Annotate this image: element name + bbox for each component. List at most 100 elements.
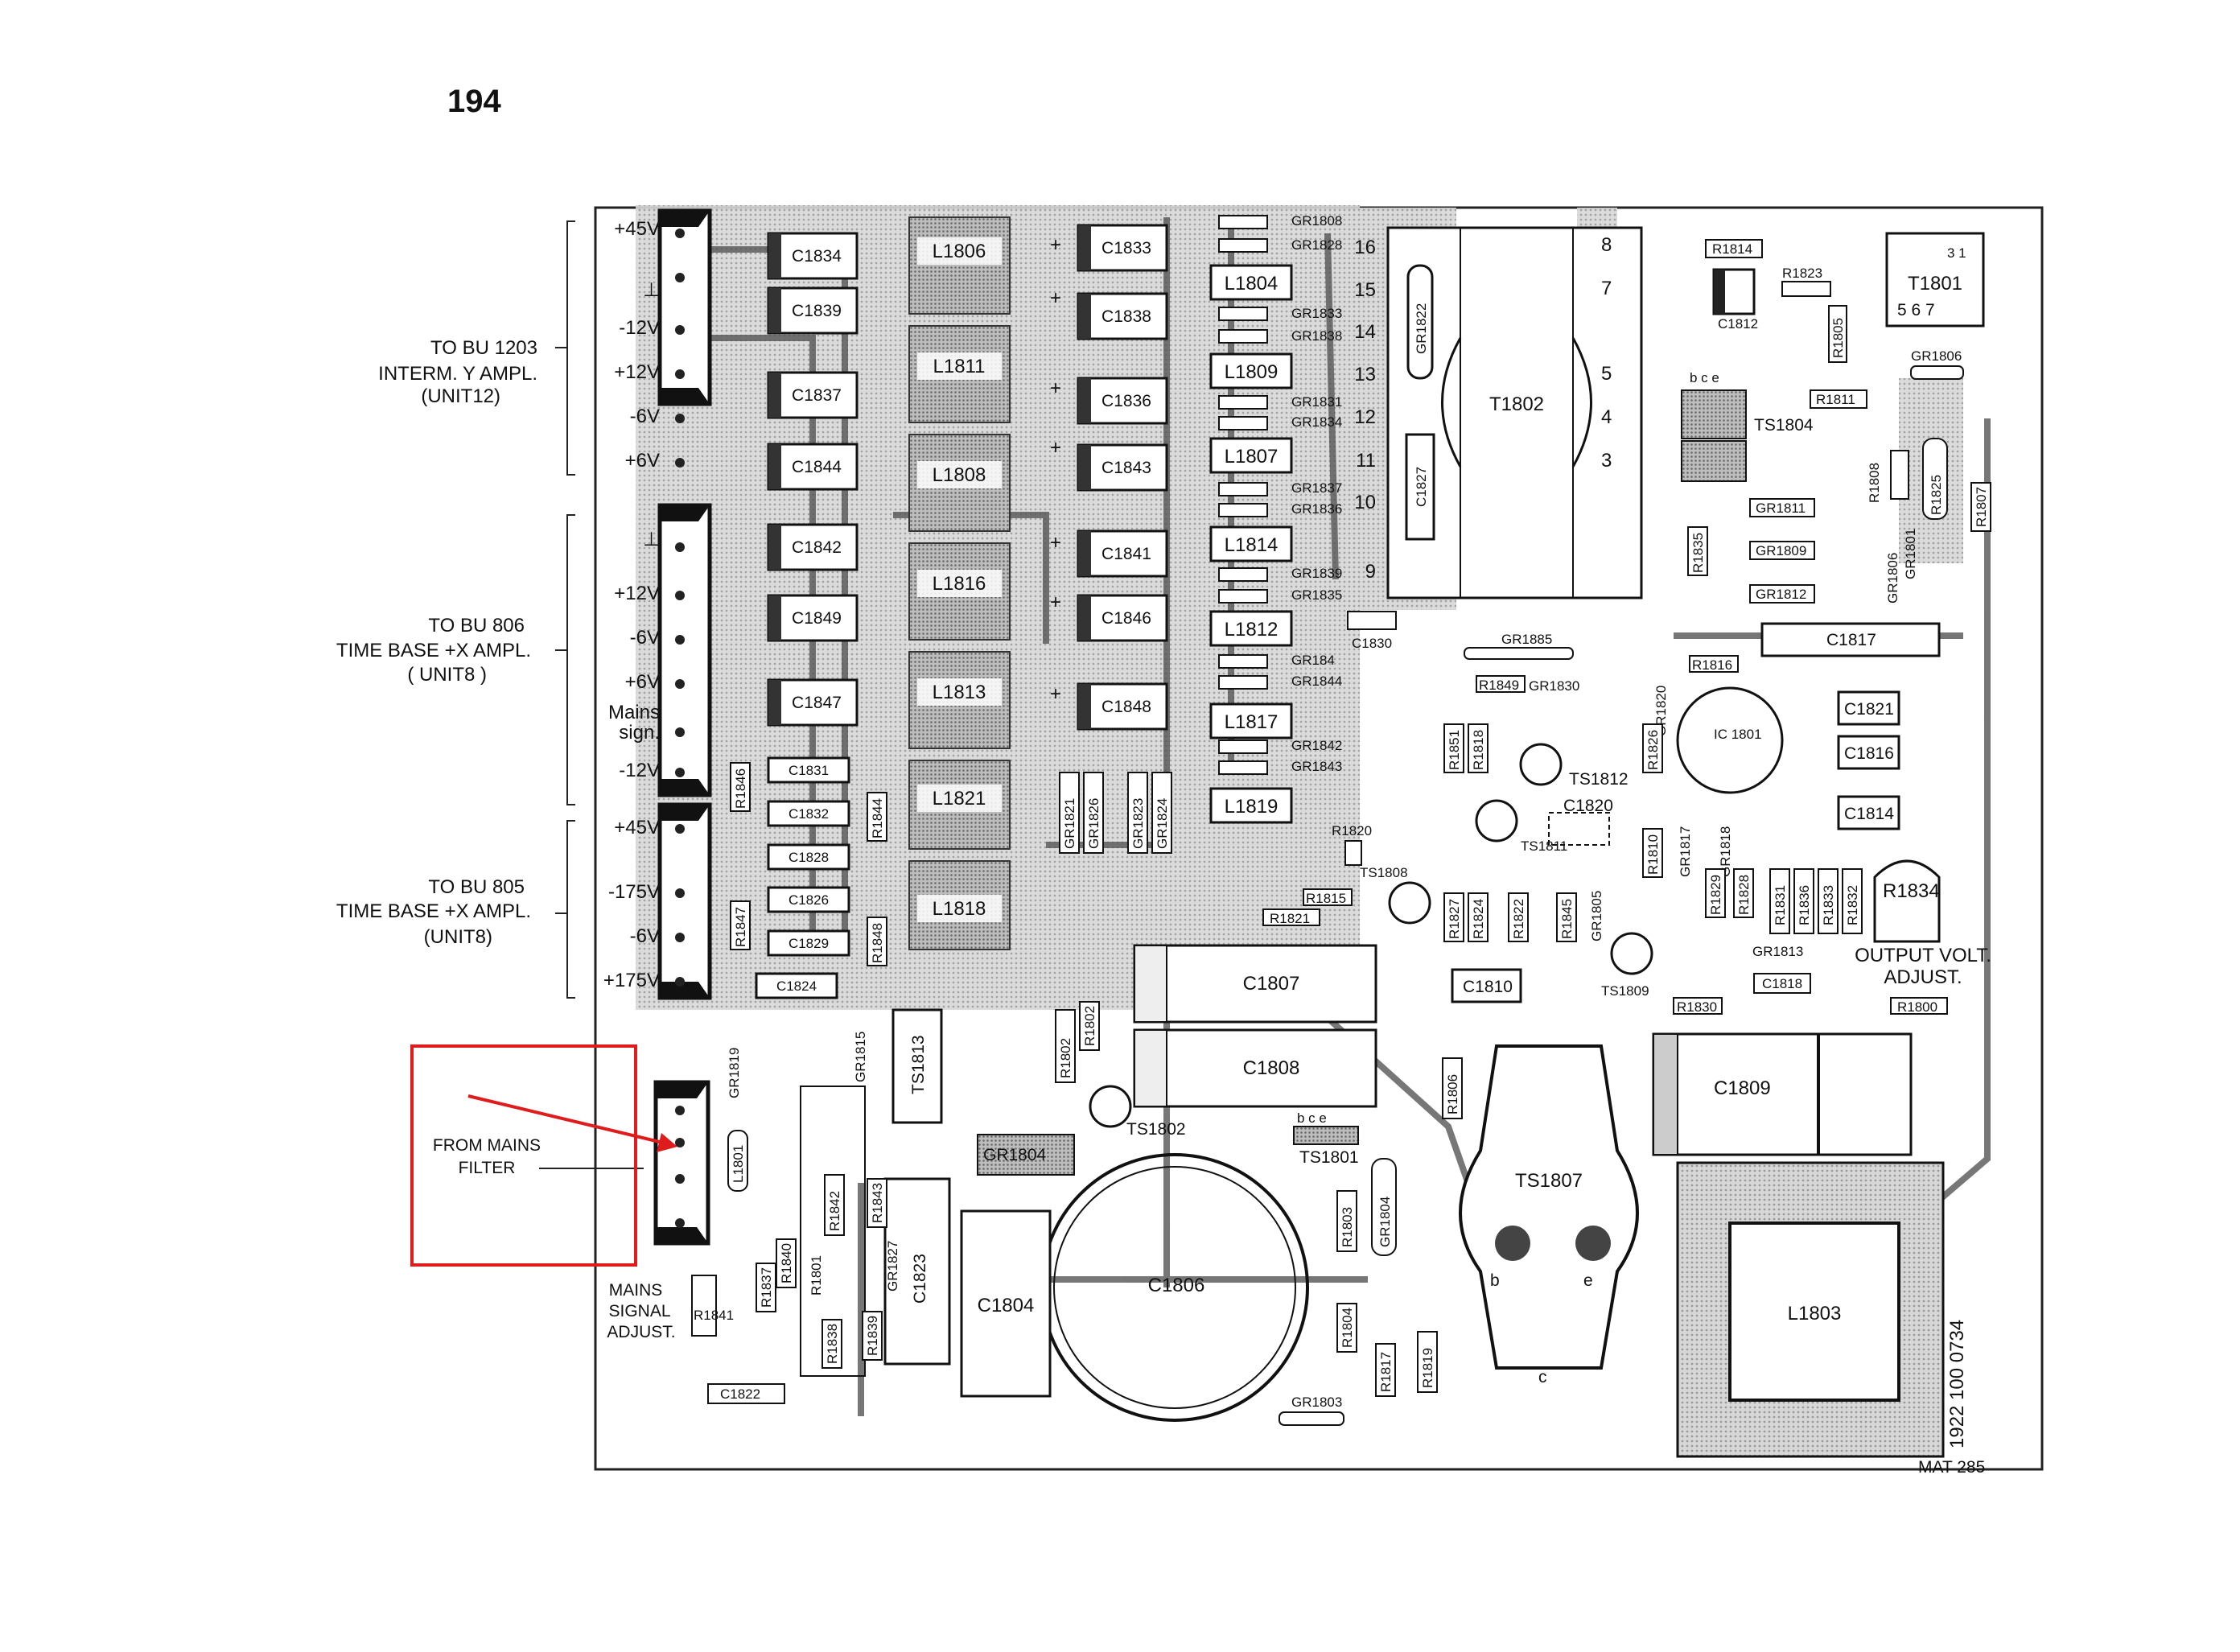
from-mains-filter-line1: FROM MAINS: [433, 1136, 541, 1155]
transistor-label: TS1811: [1521, 838, 1567, 854]
resistor-label: R1833: [1821, 885, 1836, 925]
resistor-label: R1849: [1479, 678, 1519, 693]
resistor-label: R1839: [865, 1316, 880, 1356]
drawing-code: MAT 285: [1918, 1458, 1985, 1477]
vertical-resistors-mid: GR1821 GR1826 GR1823 GR1824: [1059, 772, 1172, 854]
capacitor-label: C1849: [792, 609, 842, 628]
transistor-label: TS1801: [1299, 1148, 1359, 1167]
capacitor-label: C1820: [1563, 797, 1613, 815]
bu805-pin-label: +175V: [603, 970, 660, 991]
resistor-label: R1823: [1782, 266, 1822, 281]
capacitor-label: C1836: [1101, 392, 1151, 410]
bu806-pin-label: -6V: [630, 627, 660, 649]
resistor-label: R1824: [1471, 899, 1486, 939]
inductor-label: L1801: [731, 1145, 746, 1183]
resistor-label: GR1821: [1062, 798, 1077, 849]
diode-label: GR1885: [1501, 632, 1552, 647]
transformer-pin: 14: [1354, 321, 1376, 343]
diode-label: GR184: [1291, 653, 1335, 668]
mains-signal-adjust-line1: MAINS: [609, 1281, 663, 1300]
resistor-label: R1837: [759, 1267, 774, 1308]
trimmer-label: R1834: [1883, 880, 1940, 902]
diode-label: GR1822: [1414, 303, 1429, 354]
bu806-unit-name: TIME BASE +X AMPL.: [336, 640, 531, 661]
inductor-label: L1803: [1788, 1303, 1842, 1324]
capacitor-column-1: C1834 C1839 C1837 C1844 C1842 C1849 C184…: [767, 232, 859, 727]
diode-label: GR1815: [853, 1032, 868, 1082]
resistor-label: GR1823: [1130, 798, 1146, 849]
connector-bu805: +45V -175V -6V +175V TO BU 805 TIME BASE…: [336, 802, 712, 1000]
inductor-column-4: L1804 L1809 L1807 L1814 L1812 L1817 L181…: [1209, 264, 1293, 824]
resistor-label: R1822: [1511, 899, 1526, 939]
capacitor-column-1b: C1831 C1832 C1828 C1826 C1829 C1824: [755, 756, 850, 999]
transistor-label: TS1809: [1601, 983, 1649, 999]
capacitor-label: C1844: [792, 458, 842, 476]
capacitor-label: C1826: [789, 892, 829, 908]
diode-label: GR1843: [1291, 759, 1342, 774]
transistor-pins: b c e: [1690, 370, 1719, 385]
transformer-label: T1801: [1908, 273, 1962, 295]
diode-label: GR1842: [1291, 738, 1342, 753]
resistor-label: R1831: [1773, 885, 1788, 925]
resistor-label: R1817: [1378, 1352, 1394, 1392]
capacitor-label: C1816: [1844, 744, 1894, 763]
ic-label: IC 1801: [1714, 727, 1762, 742]
transformer-pin: 12: [1354, 406, 1376, 428]
svg-text:+: +: [1050, 234, 1061, 256]
transformer-pin: 9: [1365, 561, 1376, 583]
bottom-section: C1807 C1808 R1802 R1802 TS1802 b c e TS1…: [691, 944, 1945, 1458]
svg-text:+: +: [1050, 287, 1061, 309]
capacitor-label: C1848: [1101, 698, 1151, 716]
mains-signal-adjust-line2: SIGNAL: [608, 1302, 670, 1320]
resistor-label: GR1826: [1086, 798, 1101, 849]
connector-bu1203: +45V ⊥ -12V +12V -6V +6V TO BU 1203 INTE…: [378, 208, 712, 476]
transformer-pin: 7: [1601, 278, 1612, 299]
transformer-pin: 11: [1356, 450, 1376, 472]
margin-note: 1922 100 0734: [1946, 1320, 1968, 1448]
inductor-label: L1804: [1225, 273, 1279, 295]
capacitor-label: C1804: [978, 1295, 1035, 1316]
capacitor-label: C1829: [789, 936, 829, 951]
bu805-pin-label: -175V: [608, 881, 660, 903]
capacitor-label: C1827: [1414, 467, 1429, 507]
bu1203-pin-label: +12V: [614, 361, 660, 383]
transformer-pin: 16: [1354, 237, 1376, 258]
diode-label: GR1830: [1529, 678, 1579, 694]
diode-bodies: [1218, 215, 1268, 775]
capacitor-label: C1841: [1101, 545, 1151, 563]
transformer-pin: 13: [1354, 364, 1376, 385]
pin-e-label: e: [1583, 1271, 1593, 1290]
capacitor-label: C1806: [1148, 1275, 1205, 1296]
bu805-target: TO BU 805: [428, 876, 525, 898]
resistor-label: R1806: [1445, 1074, 1460, 1114]
resistor-label: R1802: [1082, 1006, 1097, 1046]
resistor-label: R1846: [733, 768, 748, 809]
resistor-label: R1835: [1690, 533, 1706, 573]
diode-label: GR1833: [1291, 306, 1342, 321]
capacitor-label: C1824: [776, 978, 817, 994]
bu1203-pin-label: +45V: [614, 218, 660, 240]
trimmer-label: R1841: [694, 1308, 734, 1323]
capacitor-label: C1821: [1844, 700, 1894, 719]
bu1203-unit-name: INTERM. Y AMPL.: [378, 363, 537, 385]
diode-column-4: GR1808 GR1828 GR1833 GR1838 GR1831 GR183…: [1291, 213, 1342, 774]
diode-label: GR1828: [1291, 237, 1342, 253]
diode-label: GR1818: [1718, 826, 1733, 877]
output-volt-adjust-line2: ADJUST.: [1884, 966, 1962, 988]
transistor-label: TS1804: [1754, 416, 1814, 435]
svg-text:+: +: [1050, 437, 1061, 459]
resistor-label: R1815: [1306, 891, 1346, 906]
capacitor-label: C1814: [1844, 805, 1894, 823]
capacitor-label: C1830: [1352, 636, 1392, 651]
inductor-label: L1814: [1225, 534, 1279, 556]
inductor-label: L1806: [933, 241, 986, 262]
inductor-label: L1812: [1225, 619, 1279, 641]
diode-label: GR1809: [1756, 543, 1806, 558]
diode-label: GR1811: [1756, 501, 1806, 516]
resistor-label: R1800: [1897, 999, 1937, 1015]
capacitor-label: C1833: [1101, 239, 1151, 257]
transistor-label: TS1807: [1515, 1170, 1583, 1192]
resistor-label: R1827: [1447, 899, 1462, 939]
resistor-label: R1840: [779, 1243, 794, 1283]
